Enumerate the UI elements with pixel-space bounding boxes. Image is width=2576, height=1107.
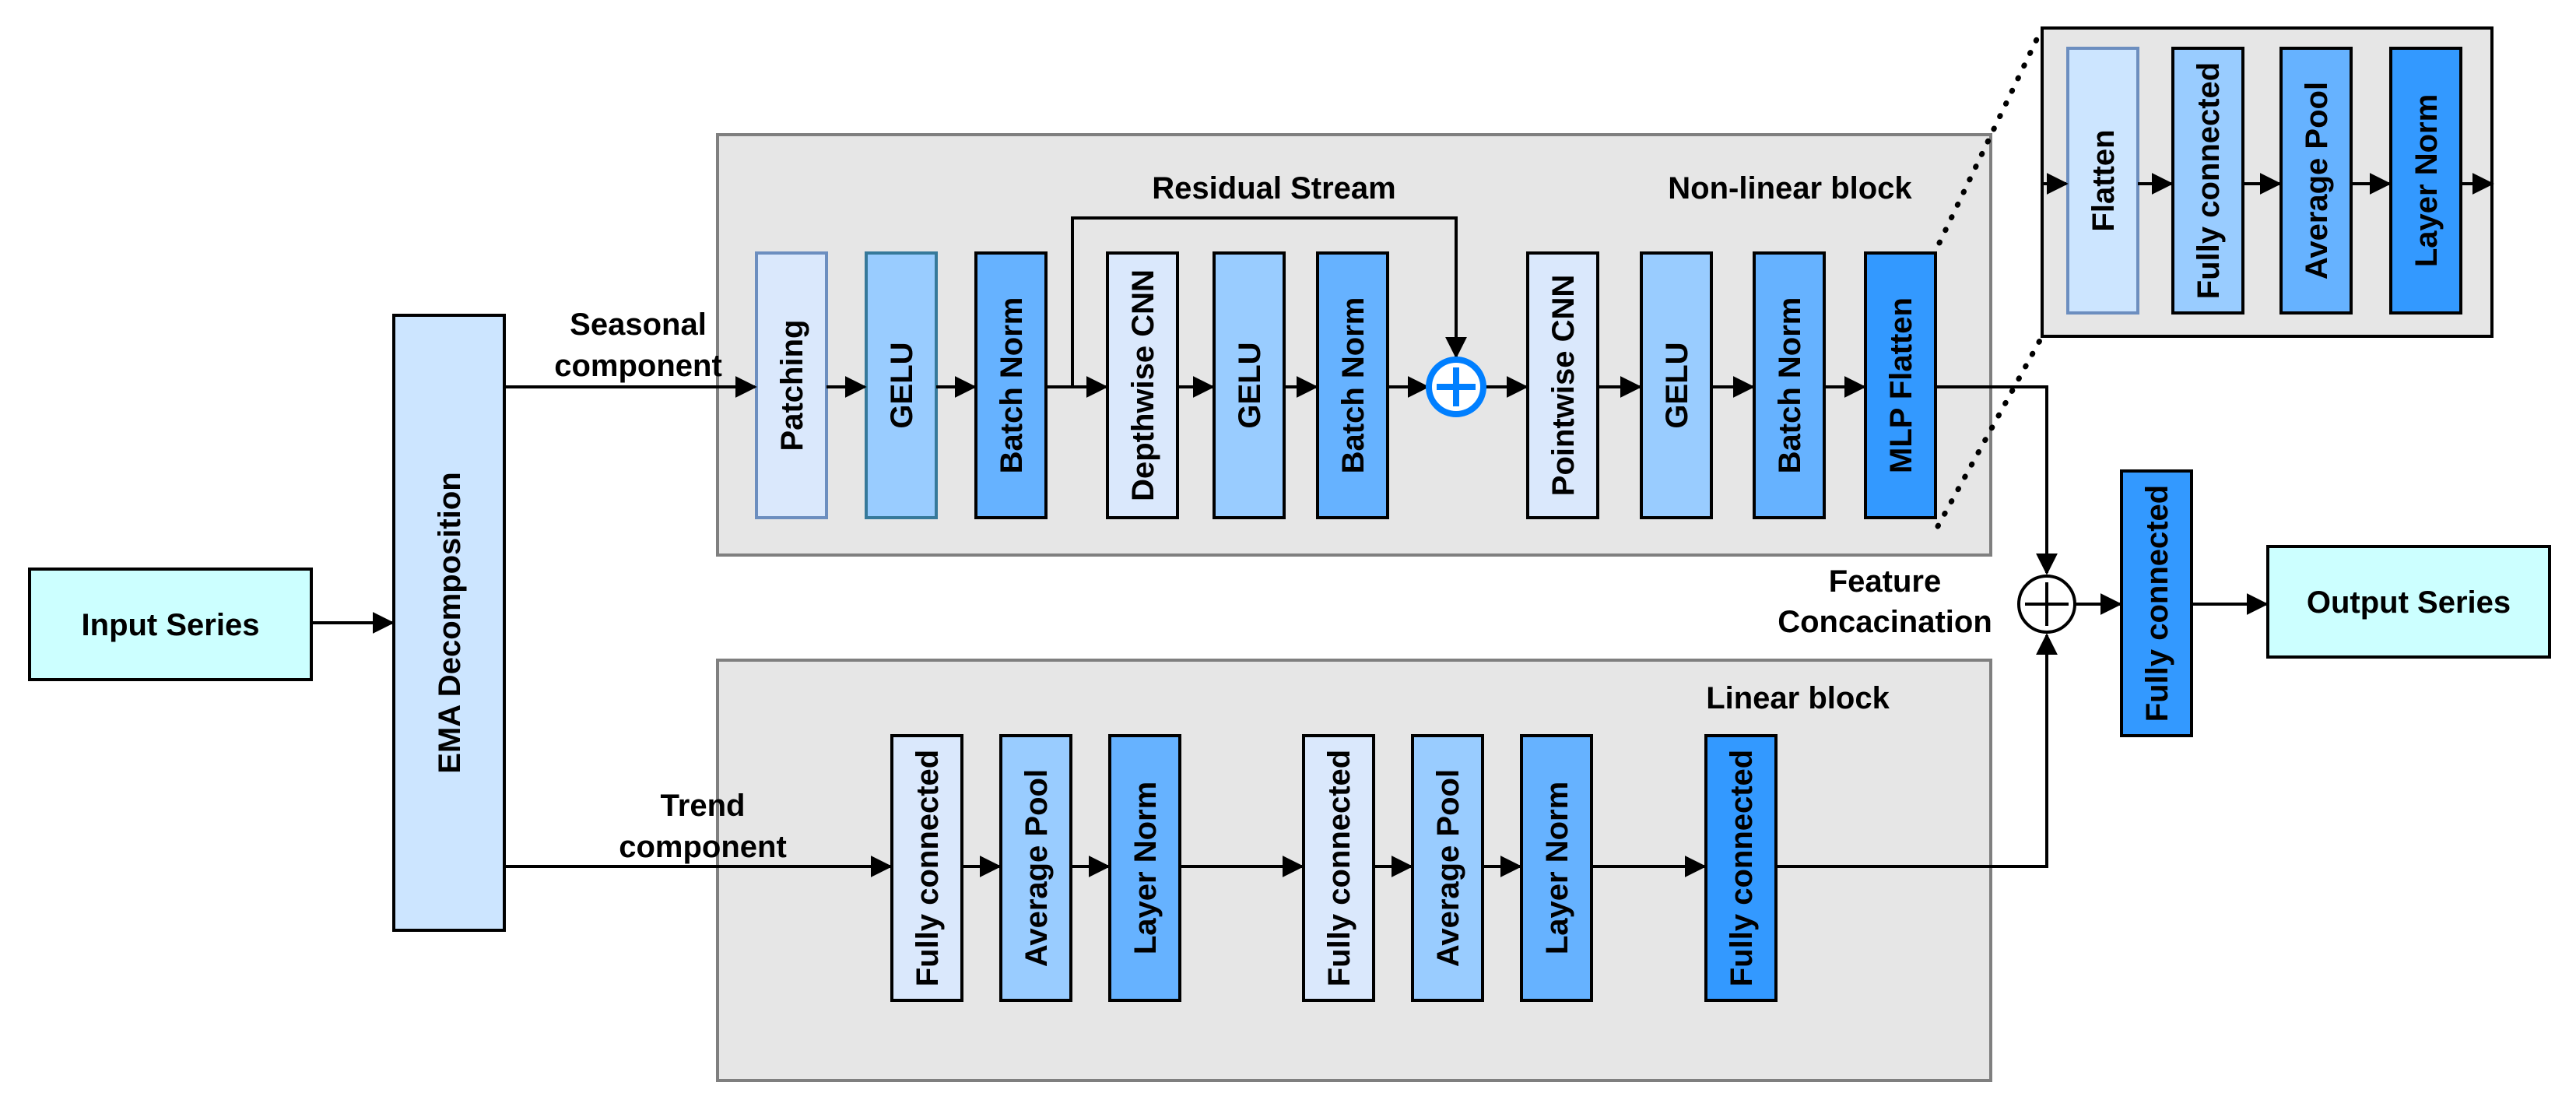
detail-fc-layer bbox=[2171, 47, 2244, 315]
detail-flatten-label: Flatten bbox=[2086, 129, 2121, 231]
nonlinear-block-title: Non-linear block bbox=[1668, 171, 1912, 206]
batch-norm-label-1: Batch Norm bbox=[995, 297, 1029, 474]
linear-fc-label-3: Fully connected bbox=[1725, 750, 1759, 987]
detail-avgpool-label: Average Pool bbox=[2300, 82, 2334, 279]
mlp-to-concat-path bbox=[1936, 385, 2058, 575]
linear-layernorm-layer-2 bbox=[1520, 734, 1593, 1002]
linear-to-concat-path bbox=[1776, 633, 2058, 868]
feature-concat-label-line2: Concacination bbox=[1778, 605, 1992, 639]
linear-avgpool-layer-2 bbox=[1411, 734, 1484, 1002]
final-fully-connected-label: Fully connected bbox=[2140, 485, 2174, 722]
gelu-label-1: GELU bbox=[885, 342, 919, 428]
trend-label-line1: Trend bbox=[661, 789, 746, 823]
linear-block-title: Linear block bbox=[1706, 681, 1890, 715]
seasonal-label-line1: Seasonal bbox=[570, 308, 707, 342]
linear-avgpool-label-1: Average Pool bbox=[1020, 769, 1054, 967]
patching-label: Patching bbox=[775, 320, 809, 452]
gelu-label-3: GELU bbox=[1660, 342, 1694, 428]
mlp-flatten-label: MLP Flatten bbox=[1884, 297, 1918, 473]
seasonal-label-line2: component bbox=[554, 349, 722, 383]
pointwise-cnn-layer bbox=[1526, 251, 1599, 519]
zoom-line-bottom bbox=[1935, 333, 2045, 529]
linear-layernorm-label-1: Layer Norm bbox=[1128, 782, 1163, 954]
linear-avgpool-layer-1 bbox=[999, 734, 1072, 1002]
batch-norm-label-3: Batch Norm bbox=[1773, 297, 1807, 474]
detail-fc-label: Fully connected bbox=[2192, 62, 2226, 300]
linear-fc-label-2: Fully connected bbox=[1322, 750, 1356, 987]
output-series-label: Output Series bbox=[2307, 585, 2511, 620]
ema-decomposition-label: EMA Decomposition bbox=[433, 472, 467, 773]
detail-layernorm-layer bbox=[2389, 47, 2462, 315]
linear-layernorm-layer-1 bbox=[1108, 734, 1181, 1002]
residual-add-icon bbox=[1426, 357, 1486, 417]
detail-layernorm-label: Layer Norm bbox=[2409, 94, 2444, 267]
residual-stream-path bbox=[1071, 216, 1467, 387]
residual-stream-label: Residual Stream bbox=[1152, 171, 1395, 206]
linear-fc-label-1: Fully connected bbox=[911, 750, 945, 987]
gelu-layer-2 bbox=[1213, 251, 1286, 519]
batch-norm-layer-2 bbox=[1316, 251, 1389, 519]
trend-label-line2: component bbox=[619, 830, 787, 864]
linear-layernorm-label-2: Layer Norm bbox=[1540, 782, 1574, 954]
feature-concat-icon bbox=[2017, 575, 2076, 634]
input-series-label: Input Series bbox=[82, 608, 260, 642]
batch-norm-label-2: Batch Norm bbox=[1336, 297, 1370, 474]
depthwise-cnn-label: Depthwise CNN bbox=[1126, 269, 1160, 501]
final-fully-connected-box bbox=[2120, 469, 2193, 737]
feature-concat-label-line1: Feature bbox=[1829, 564, 1942, 599]
gelu-label-2: GELU bbox=[1233, 342, 1267, 428]
pointwise-cnn-label: Pointwise CNN bbox=[1546, 275, 1581, 496]
ema-decomposition-box bbox=[392, 314, 506, 932]
detail-flatten-layer bbox=[2066, 47, 2139, 315]
linear-avgpool-label-2: Average Pool bbox=[1431, 769, 1465, 967]
zoom-line-top bbox=[1936, 25, 2045, 246]
